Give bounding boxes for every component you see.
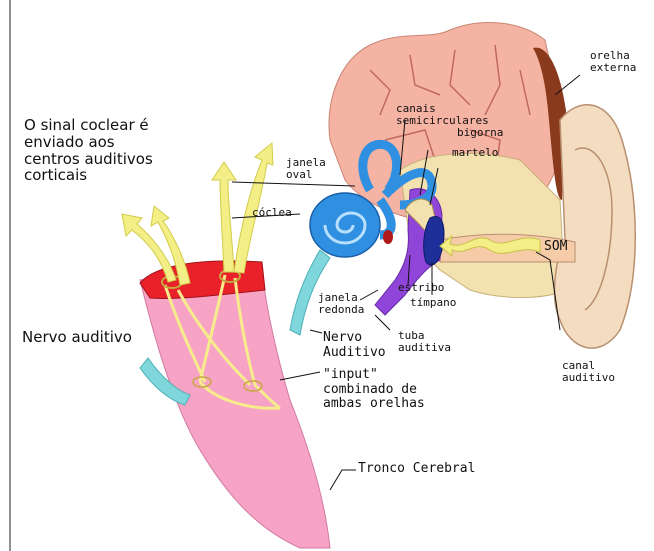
label-auditory-nerve-left: Nervo auditivo	[22, 329, 132, 346]
cochlea-shape	[310, 193, 380, 257]
label-eardrum: tímpano	[410, 297, 456, 309]
label-cochlea: cóclea	[252, 207, 292, 219]
label-combined-input: "input" combinado de ambas orelhas	[323, 368, 425, 412]
label-ear-canal: canal auditivo	[562, 360, 615, 385]
label-auditory-tube: tuba auditiva	[398, 330, 451, 355]
outer-ear	[555, 105, 636, 348]
label-auditory-nerve: Nervo Auditivo	[323, 331, 386, 360]
label-round-window: janela redonda	[318, 292, 364, 317]
signal-arrow-3	[212, 162, 236, 272]
label-stapes: estribo	[398, 282, 444, 294]
label-incus: bigorna	[457, 127, 503, 139]
label-brainstem: Tronco Cerebral	[358, 462, 475, 477]
label-malleus: martelo	[452, 147, 498, 159]
label-oval-window: janela oval	[286, 157, 326, 182]
label-outer-ear: orelha externa	[590, 50, 636, 75]
label-sound: SOM	[544, 240, 567, 255]
round-window-red	[383, 230, 393, 244]
label-cortical-signal: O sinal coclear é enviado aos centros au…	[24, 117, 153, 184]
signal-arrow-1	[122, 214, 176, 282]
label-semicircular-canals: canais semicirculares	[396, 103, 489, 128]
